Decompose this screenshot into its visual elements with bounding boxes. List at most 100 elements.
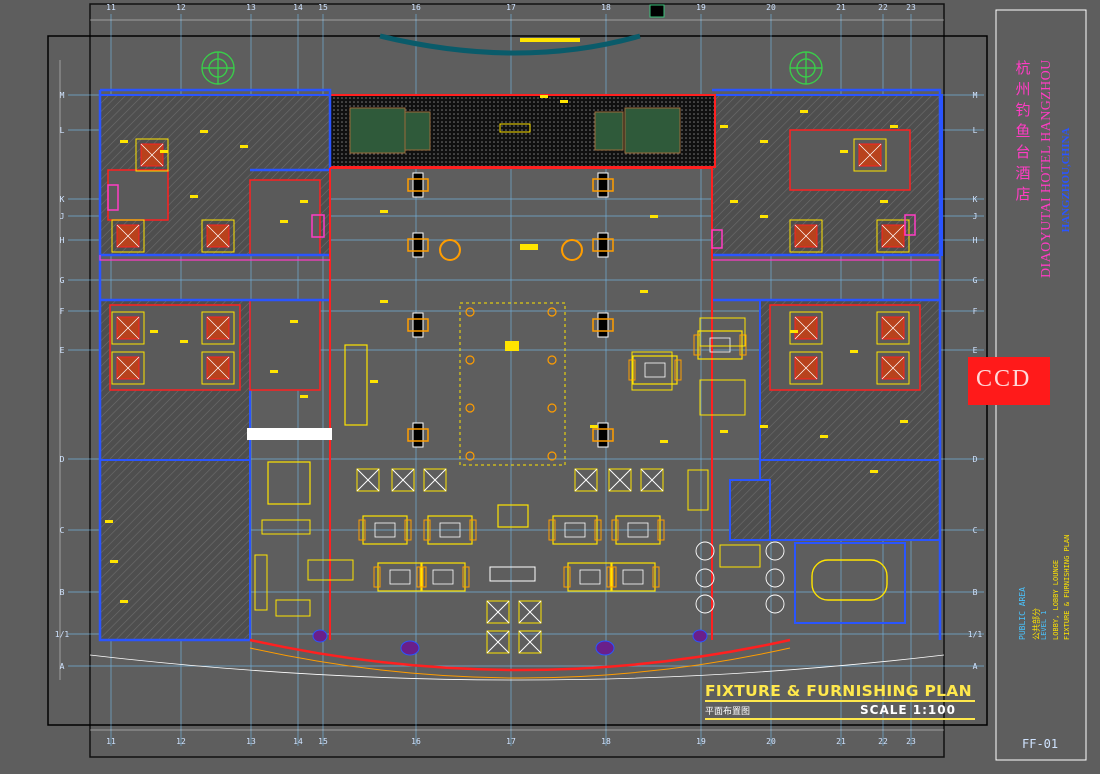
tree-icon [201, 51, 823, 85]
grid-label-col: 19 [696, 737, 706, 746]
furniture-mark [660, 440, 668, 443]
drawing-scale: SCALE 1:100 [860, 703, 956, 717]
title-block-area: PUBLIC AREA [1018, 587, 1027, 640]
title-block-level: LEVEL 1 [1040, 610, 1048, 640]
furniture-mark [190, 195, 198, 198]
furniture-mark [240, 145, 248, 148]
grid-label-col: 18 [601, 737, 611, 746]
grid-label-col: 15 [318, 3, 328, 12]
furniture-mark [180, 340, 188, 343]
furniture-mark [120, 600, 128, 603]
grid-label-col: 12 [176, 3, 186, 12]
grid-label-col: 12 [176, 737, 186, 746]
grid-label-row: C [973, 526, 978, 535]
furniture-mark [380, 300, 388, 303]
furniture-mark [870, 470, 878, 473]
grid-label-col: 22 [878, 3, 888, 12]
furniture-mark [720, 125, 728, 128]
furniture-mark [370, 380, 378, 383]
grid-label-row: L [973, 126, 978, 135]
furniture-mark [590, 425, 598, 428]
grid-label-col: 14 [293, 3, 303, 12]
furniture-mark [290, 320, 298, 323]
grid-label-row: K [60, 195, 65, 204]
furniture-mark [730, 200, 738, 203]
grid-label-col: 23 [906, 737, 916, 746]
furniture-mark [540, 95, 548, 98]
grid-label-row: H [60, 236, 65, 245]
grid-label-row: G [60, 276, 65, 285]
grid-label-row: B [60, 588, 65, 597]
grid-label-col: 21 [836, 3, 846, 12]
grid-label-row: D [60, 455, 65, 464]
furniture-mark [105, 520, 113, 523]
grid-label-col: 18 [601, 3, 611, 12]
furniture-mark [840, 150, 848, 153]
drawing-title: FIXTURE & FURNISHING PLAN [705, 682, 972, 700]
ccd-logo-text: CCD [976, 366, 1032, 392]
furniture-mark [160, 150, 168, 153]
title-block-lobby: LOBBY, LOBBY LOUNGE [1052, 559, 1060, 640]
grid-label-row: D [973, 455, 978, 464]
furniture-mark [300, 200, 308, 203]
furniture-mark [200, 130, 208, 133]
grid-label-row: G [973, 276, 978, 285]
furniture-mark [650, 215, 658, 218]
furniture-mark [890, 125, 898, 128]
grid-label-row: F [973, 307, 978, 316]
furniture-mark [760, 425, 768, 428]
grid-label-col: 20 [766, 737, 776, 746]
grid-label-row: E [60, 346, 65, 355]
drawing-subtitle: 平面布置图 [705, 706, 751, 716]
grid-label-row: M [973, 91, 978, 100]
grid-label-row: L [60, 126, 65, 135]
furniture-mark [640, 290, 648, 293]
hotel-name-en: DIAOYUTAI HOTEL HANGZHOU [1039, 59, 1054, 278]
grid-label-row: K [973, 195, 978, 204]
furniture-mark [900, 420, 908, 423]
hotel-city: HANGZHOU,CHINA [1060, 127, 1072, 233]
furniture-mark [120, 140, 128, 143]
furniture-mark [880, 200, 888, 203]
grid-label-col: 16 [411, 737, 421, 746]
grid-label-row: B [973, 588, 978, 597]
title-underline-2 [705, 718, 975, 720]
grid-label-col: 17 [506, 737, 516, 746]
grid-label-col: 16 [411, 3, 421, 12]
grid-label-col: 11 [106, 3, 116, 12]
furniture-mark [300, 395, 308, 398]
title-underline [705, 700, 975, 702]
furniture-mark [280, 220, 288, 223]
hotel-name-cn: 杭州钓鱼台酒店 [1015, 59, 1031, 203]
grid-label-col: 13 [246, 737, 256, 746]
grid-label-col: 21 [836, 737, 846, 746]
grid-label-col: 17 [506, 3, 516, 12]
grid-label-col: 22 [878, 737, 888, 746]
sheet-number: FF-01 [1022, 737, 1059, 751]
grid-label-col: 20 [766, 3, 776, 12]
furniture-mark [270, 370, 278, 373]
furniture-mark [380, 210, 388, 213]
furniture-mark [110, 560, 118, 563]
grid-label-row: E [973, 346, 978, 355]
grid-label-row: A [973, 662, 978, 671]
grid-label-col: 15 [318, 737, 328, 746]
grid-label-col: 19 [696, 3, 706, 12]
grid-label-row: 1/1 [55, 630, 70, 639]
structural-column-icon [407, 172, 614, 448]
grid-label-row: J [60, 212, 65, 221]
grid-label-col: 13 [246, 3, 256, 12]
furniture-mark [150, 330, 158, 333]
furniture-mark [760, 215, 768, 218]
furniture-mark [800, 110, 808, 113]
furniture-mark [560, 100, 568, 103]
furniture-mark [820, 435, 828, 438]
ccd-logo [968, 357, 1050, 405]
title-block-drawing: FIXTURE & FURNISHING PLAN [1063, 534, 1071, 640]
furniture-mark [760, 140, 768, 143]
grid-label-row: M [60, 91, 65, 100]
grid-label-col: 23 [906, 3, 916, 12]
grid-label-row: H [973, 236, 978, 245]
furniture-mark [790, 330, 798, 333]
